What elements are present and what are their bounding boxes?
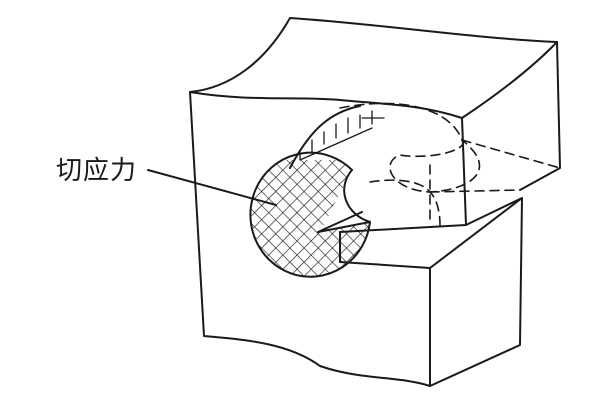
hatched-cross-section	[250, 160, 370, 277]
hidden-plane-line-2	[461, 139, 561, 169]
shear-arrows	[299, 110, 385, 161]
hidden-cylinder-top	[339, 102, 463, 141]
cross-section-outline	[249, 151, 371, 278]
label-leader-line	[147, 169, 277, 206]
upper-block-right-face	[461, 41, 561, 226]
upper-block-top-face	[189, 17, 558, 119]
cylinder-upper-curve	[289, 105, 361, 169]
cross-section-inner	[343, 169, 371, 223]
crack-wedge	[317, 211, 371, 233]
hidden-cylinder-bottom	[369, 179, 441, 226]
lower-block	[339, 197, 523, 387]
upper-block-front-face	[189, 91, 431, 387]
shear-stress-label: 切应力	[56, 156, 138, 186]
hidden-end-ellipse	[389, 139, 481, 193]
hidden-plane-line-1	[429, 189, 521, 193]
